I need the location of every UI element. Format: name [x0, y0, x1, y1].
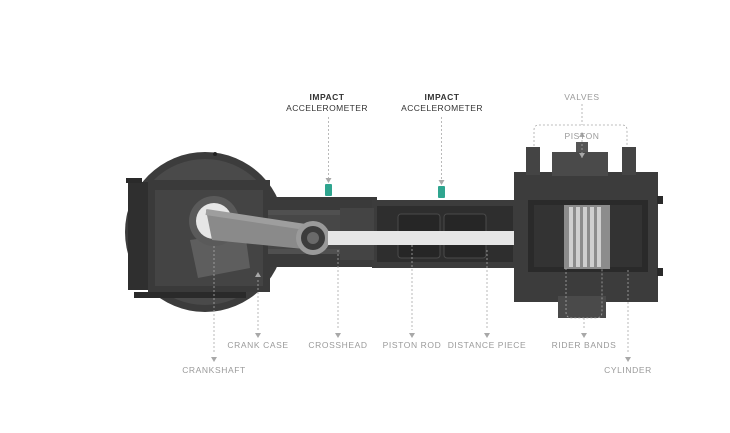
- piston-rod-part: [328, 231, 560, 245]
- accelerometer-1: [325, 117, 332, 196]
- crosshead-pin: [296, 221, 330, 255]
- label-crank-case: CRANK CASE: [227, 340, 289, 350]
- accelerometer-2: [438, 117, 445, 198]
- label-crankshaft: CRANKSHAFT: [182, 365, 246, 375]
- sensor-title-1: IMPACT: [309, 92, 345, 102]
- label-piston-rod: PISTON ROD: [382, 340, 442, 350]
- label-crosshead: CROSSHEAD: [308, 340, 368, 350]
- sensor-label-2: IMPACT ACCELEROMETER: [401, 92, 483, 114]
- sensor-title-2: IMPACT: [424, 92, 460, 102]
- sensor-subtitle-2: ACCELEROMETER: [401, 103, 483, 113]
- cylinder-body: [514, 142, 663, 318]
- label-distance-piece: DISTANCE PIECE: [447, 340, 527, 350]
- label-rider-bands: RIDER BANDS: [551, 340, 617, 350]
- sensor-label-1: IMPACT ACCELEROMETER: [286, 92, 368, 114]
- label-cylinder: CYLINDER: [604, 365, 652, 375]
- connecting-rod: [205, 209, 314, 250]
- label-valves: VALVES: [564, 92, 600, 102]
- leader-arrows: [211, 132, 631, 362]
- leader-lines: [213, 104, 629, 354]
- sensor-subtitle-1: ACCELEROMETER: [286, 103, 368, 113]
- label-piston: PISTON: [564, 131, 600, 141]
